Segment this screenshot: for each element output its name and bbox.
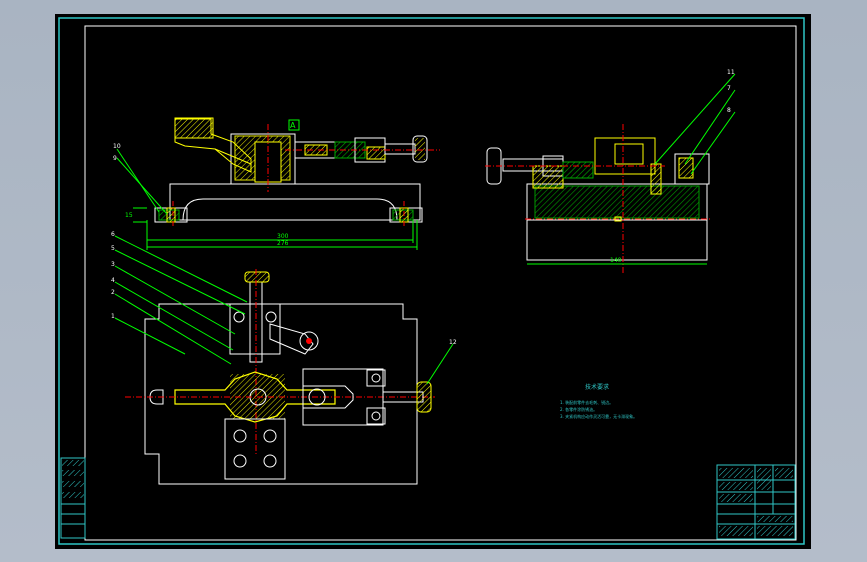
- left-title-strip: [60, 457, 86, 539]
- balloon-7: 7: [727, 85, 731, 92]
- dim-front-276: 276: [277, 240, 289, 247]
- outer-frame: [58, 17, 805, 545]
- cad-viewport[interactable]: A 300 276 15 10 9: [55, 14, 811, 549]
- dim-front-300: 300: [277, 233, 289, 240]
- balloon-8: 8: [727, 107, 731, 114]
- balloon-11: 11: [727, 69, 735, 76]
- inner-frame: [84, 25, 797, 541]
- technical-notes: 技术要求 1. 装配前零件去毛刺、锐边。 2. 各零件涂防锈油。 3. 夹紧机构…: [560, 383, 637, 419]
- notes-line-3: 3. 夹紧机构应动作灵活可靠，无卡滞现象。: [560, 413, 637, 419]
- balloon-6: 6: [111, 231, 115, 238]
- svg-text:A: A: [290, 121, 296, 130]
- balloon-2: 2: [111, 289, 115, 296]
- side-view: 140 11 7 8: [485, 69, 736, 274]
- dim-left-15: 15: [125, 212, 133, 219]
- balloon-12: 12: [449, 339, 457, 346]
- balloon-10: 10: [113, 143, 121, 150]
- balloon-1: 1: [111, 313, 115, 320]
- balloon-9: 9: [113, 155, 117, 162]
- notes-line-2: 2. 各零件涂防锈油。: [560, 406, 597, 412]
- notes-line-1: 1. 装配前零件去毛刺、锐边。: [560, 399, 613, 405]
- front-view: A 300 276 15 10 9: [113, 117, 440, 250]
- notes-title: 技术要求: [585, 383, 609, 391]
- drawing-canvas: A 300 276 15 10 9: [58, 17, 805, 545]
- balloon-3: 3: [111, 261, 115, 268]
- plan-view: 6 5 3 4 2 1 12: [111, 231, 457, 485]
- balloon-5: 5: [111, 245, 115, 252]
- dim-side-140: 140: [610, 257, 622, 264]
- title-block: [716, 464, 796, 540]
- balloon-4: 4: [111, 277, 115, 284]
